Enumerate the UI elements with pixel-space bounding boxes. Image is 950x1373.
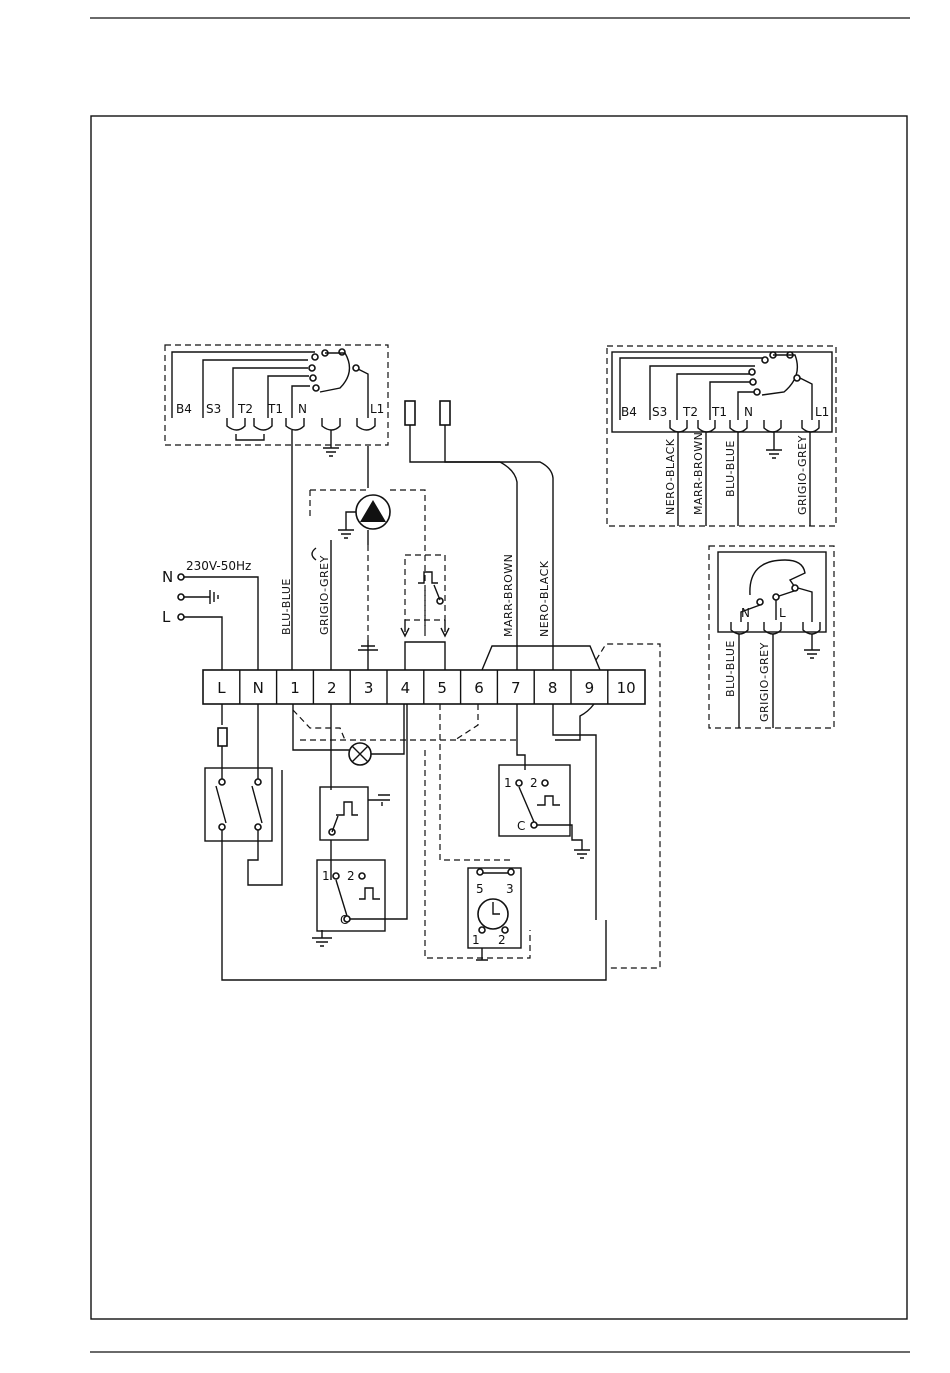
wire-label-nero-black: NERO-BLACK: [538, 560, 551, 637]
wire-label-marr-brown: MARR-BROWN: [502, 554, 515, 637]
pump-box-right: N L BLU-BLUE GRIGIO-GREY: [709, 546, 834, 728]
wire-label-grigio-grey: GRIGIO-GREY: [318, 555, 331, 635]
valve-box-right: B4 S3 T2 T1 N L1 NERO-BLACK MARR-BROWN B…: [607, 346, 836, 526]
vl-term-n: N: [298, 402, 307, 416]
vr-wire-marr-brown: MARR-BROWN: [692, 432, 705, 515]
supply-live-label: L: [162, 608, 171, 626]
room-stat-contact-1: 1: [322, 869, 330, 883]
terminal-label-10: 10: [617, 679, 636, 697]
pump-term-l: L: [779, 606, 786, 620]
valve-box-left: B4 S3 T2 T1 N L1: [165, 345, 388, 456]
timer-terminal-5: 5: [476, 882, 484, 896]
cyl-stat-contact-2: 2: [530, 776, 538, 790]
cyl-stat-contact-c: C: [517, 819, 525, 833]
vl-term-s3: S3: [206, 402, 221, 416]
terminal-label-n: N: [253, 679, 264, 697]
vl-term-b4: B4: [176, 402, 192, 416]
vr-wire-blu-blue: BLU-BLUE: [724, 440, 737, 497]
programmer-timer: 5 3 1 2: [468, 868, 521, 960]
pump-wire-grigio-grey: GRIGIO-GREY: [758, 642, 771, 722]
cyl-stat-contact-1: 1: [504, 776, 512, 790]
terminal-label-5: 5: [437, 679, 447, 697]
vl-term-l1: L1: [370, 402, 384, 416]
terminal-label-4: 4: [401, 679, 411, 697]
pump-wire-blu-blue: BLU-BLUE: [724, 640, 737, 697]
pump-term-n: N: [741, 606, 750, 620]
vr-wire-grigio-grey: GRIGIO-GREY: [796, 435, 809, 515]
mains-supply: 230V-50Hz N L: [162, 559, 258, 670]
indicator-lamp-symbol: [293, 704, 404, 765]
wire-label-blu-blue: BLU-BLUE: [280, 578, 293, 635]
timer-terminal-1: 1: [472, 933, 480, 947]
timer-terminal-3: 3: [506, 882, 514, 896]
plug-connectors: [405, 401, 450, 425]
terminal-label-3: 3: [364, 679, 374, 697]
vr-term-s3: S3: [652, 405, 667, 419]
terminal-label-7: 7: [511, 679, 521, 697]
vl-term-t2: T2: [237, 402, 253, 416]
vr-term-n: N: [744, 405, 753, 419]
terminal-label-8: 8: [548, 679, 558, 697]
vr-term-t1: T1: [711, 405, 727, 419]
double-pole-switch-box: [205, 768, 272, 841]
diagram-frame: [91, 116, 907, 1319]
vr-term-b4: B4: [621, 405, 637, 419]
terminal-label-2: 2: [327, 679, 337, 697]
terminal-label-l: L: [217, 679, 226, 697]
vr-wire-nero-black: NERO-BLACK: [664, 438, 677, 515]
pump-symbol: [338, 495, 390, 538]
vr-term-l1: L1: [815, 405, 829, 419]
supply-neutral-label: N: [162, 568, 173, 586]
supply-voltage: 230V-50Hz: [186, 559, 251, 573]
vl-term-t1: T1: [267, 402, 283, 416]
room-stat-contact-2: 2: [347, 869, 355, 883]
timer-terminal-2: 2: [498, 933, 506, 947]
terminal-label-1: 1: [290, 679, 300, 697]
vr-term-t2: T2: [682, 405, 698, 419]
terminal-label-6: 6: [474, 679, 484, 697]
terminal-label-9: 9: [585, 679, 595, 697]
